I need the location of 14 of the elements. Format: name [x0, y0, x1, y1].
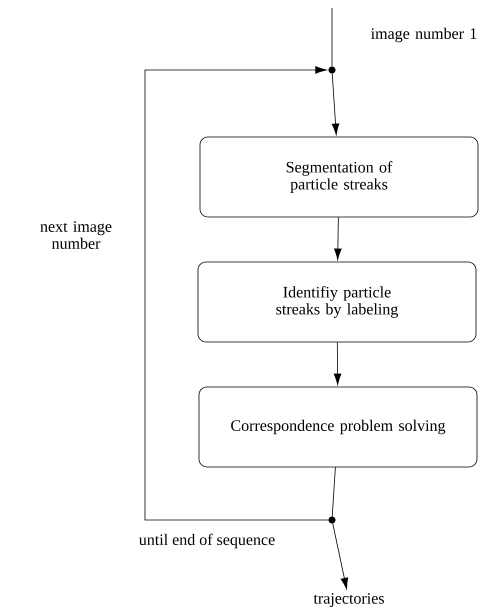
junction-dot: [328, 66, 336, 74]
output-text: trajectories: [314, 593, 384, 607]
process-box: Correspondence problem solving: [198, 386, 478, 468]
edge-label: image number 1: [371, 28, 476, 42]
junction-dot: [328, 516, 336, 524]
arrow: [334, 342, 342, 385]
note-label: until end of sequence: [139, 534, 275, 548]
arrow: [334, 217, 342, 260]
arrow: [144, 66, 329, 520]
process-box: Segmentation of particle streaks: [200, 136, 478, 218]
arrow: [332, 73, 340, 136]
edge-label: next image number: [40, 221, 112, 249]
arrow: [332, 523, 348, 590]
process-box: Identifiy particle streaks by labeling: [198, 262, 476, 342]
